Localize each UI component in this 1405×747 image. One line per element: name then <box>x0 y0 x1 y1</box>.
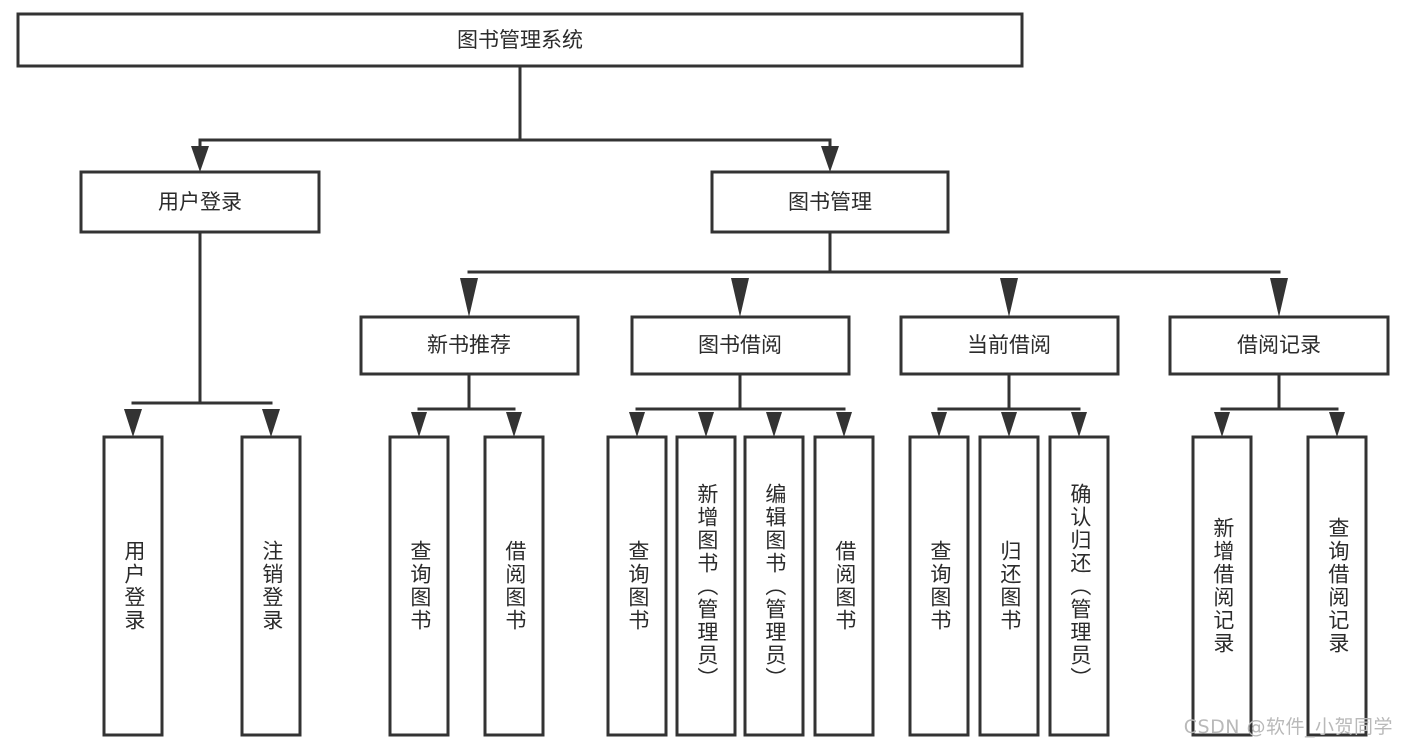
node-root-label: 图书管理系统 <box>457 28 583 52</box>
connector-bookborrow-to-leaves <box>629 372 852 437</box>
node-book-borrow-label: 图书借阅 <box>698 333 782 357</box>
node-borrow-record[interactable]: 借阅记录 <box>1168 315 1390 376</box>
watermark-text: CSDN @软件_小贺同学 <box>1183 716 1393 738</box>
leaf-box-borrowrecord-2[interactable] <box>1306 435 1368 737</box>
leaf-box-user-login-2[interactable] <box>240 435 302 737</box>
leaf-box-bookborrow-2[interactable] <box>675 435 737 737</box>
connector-newbook-to-leaves <box>411 372 522 437</box>
leaf-box-bookborrow-1[interactable] <box>606 435 668 737</box>
node-book-borrow[interactable]: 图书借阅 <box>630 315 851 376</box>
leaf-box-bookborrow-3[interactable] <box>743 435 805 737</box>
node-book-management-label: 图书管理 <box>788 190 872 214</box>
connector-bookmgmt-to-level3 <box>460 230 1288 317</box>
connector-userlogin-to-leaves <box>124 230 280 437</box>
leaf-box-currentborrow-3[interactable] <box>1048 435 1110 737</box>
node-current-borrow[interactable]: 当前借阅 <box>899 315 1120 376</box>
node-user-login[interactable]: 用户登录 <box>79 170 321 234</box>
node-borrow-record-label: 借阅记录 <box>1237 333 1321 357</box>
node-root[interactable]: 图书管理系统 <box>16 12 1024 68</box>
leaf-box-currentborrow-1[interactable] <box>908 435 970 737</box>
connector-borrowrecord-to-leaves <box>1214 372 1345 437</box>
connector-currentborrow-to-leaves <box>931 372 1087 437</box>
node-current-borrow-label: 当前借阅 <box>967 333 1051 357</box>
leaf-box-newbook-1[interactable] <box>388 435 450 737</box>
node-new-book-recommend-label: 新书推荐 <box>427 333 511 357</box>
leaf-box-borrowrecord-1[interactable] <box>1191 435 1253 737</box>
node-user-login-label: 用户登录 <box>158 190 242 214</box>
node-new-book-recommend[interactable]: 新书推荐 <box>359 315 580 376</box>
leaf-box-newbook-2[interactable] <box>483 435 545 737</box>
leaf-box-bookborrow-4[interactable] <box>813 435 875 737</box>
leaf-box-user-login-1[interactable] <box>102 435 164 737</box>
node-book-management[interactable]: 图书管理 <box>710 170 950 234</box>
connector-root-to-level2 <box>191 64 839 172</box>
leaf-box-currentborrow-2[interactable] <box>978 435 1040 737</box>
